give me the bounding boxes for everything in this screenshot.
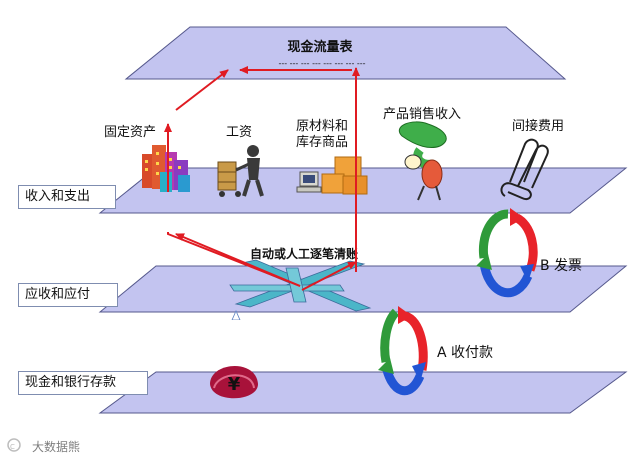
cycle-a-icon [378, 306, 428, 396]
item-label-materials-line1: 原材料和 [296, 119, 348, 134]
cycle-b-label: B 发票 [540, 258, 582, 274]
paperclips-icon [500, 138, 549, 200]
layer-label-income-expense: 收入和支出 [18, 185, 116, 209]
center-clearing-label: 自动或人工逐笔清账 [250, 246, 358, 261]
yen-symbol: ¥ [228, 374, 241, 395]
cash-flow-dashes: --- --- --- --- --- --- --- --- [278, 59, 365, 68]
person-dollar-icon [399, 121, 447, 201]
item-label-fixed-assets: 固定资产 [104, 125, 156, 140]
item-label-materials-line2: 库存商品 [296, 134, 348, 150]
watermark: C 大数据熊 [7, 438, 80, 454]
cycle-a-label: A 收付款 [437, 345, 493, 361]
watermark-text: 大数据熊 [32, 439, 80, 454]
layer-label-cash-bank: 现金和银行存款 [18, 371, 148, 395]
item-label-wages: 工资 [226, 125, 252, 140]
layer-label-receivable-payable: 应收和应付 [18, 283, 118, 307]
buildings-icon [142, 145, 190, 192]
arrow-to-income-left [175, 233, 301, 287]
plane-cash-flow-statement [124, 26, 567, 80]
arrow-up-from-cross [301, 261, 357, 291]
worker-cart-icon [217, 145, 264, 197]
plane-cash-bank [98, 371, 628, 414]
item-label-sales-revenue: 产品销售收入 [383, 106, 461, 122]
item-label-overhead: 间接费用 [512, 118, 564, 134]
flow-arrows [164, 66, 360, 291]
arrow-up-to-statement [175, 69, 229, 111]
watermark-logo-icon: C [10, 443, 15, 451]
yen-currency-icon: ¥ [210, 365, 258, 399]
cash-flow-statement-title: 现金流量表 [287, 39, 353, 55]
arrow-fixed-to-center [167, 232, 301, 287]
clearing-cross-icon [229, 259, 372, 312]
plane-receivable-payable [98, 265, 628, 313]
cycle-b-icon [476, 208, 538, 298]
